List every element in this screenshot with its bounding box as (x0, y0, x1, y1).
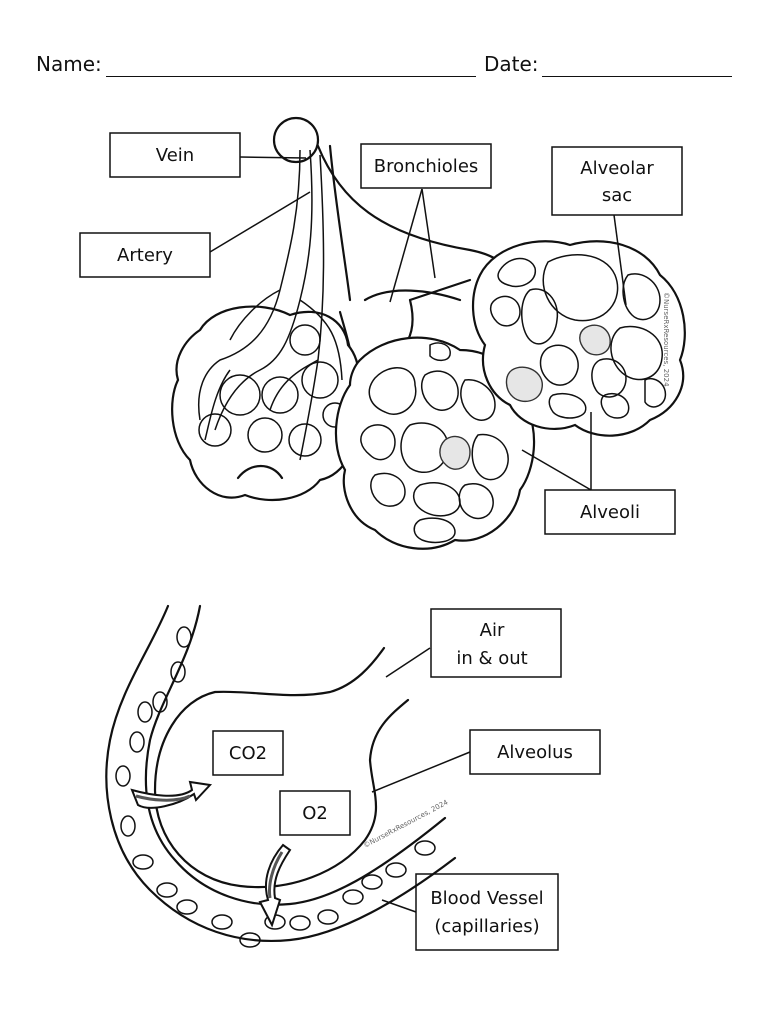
gas-exchange-diagram: ©NurseRxResources, 2024 Air in & out CO2… (105, 604, 601, 951)
name-label: Name: (36, 52, 102, 76)
alveolar-sacs-diagram: ©NurseRxResources, 2024 Vein Artery Bron… (79, 116, 686, 550)
label-alveolar-sac-text-2: sac (602, 185, 632, 206)
name-blank-line[interactable] (106, 76, 476, 77)
label-bronchioles: Bronchioles (360, 143, 492, 189)
label-air-text-2: in & out (456, 648, 527, 669)
label-bronchioles-text: Bronchioles (374, 156, 479, 177)
co2-arrow (130, 780, 213, 809)
blood-vessel (105, 604, 457, 948)
label-air-text-1: Air (480, 620, 505, 641)
label-o2-text: O2 (302, 803, 328, 824)
label-o2: O2 (279, 790, 351, 836)
label-alveolus-text: Alveolus (497, 742, 573, 763)
blood-vessel-leader-line (381, 899, 417, 913)
label-leader-lines (209, 156, 627, 491)
label-co2-text: CO2 (229, 743, 267, 764)
label-vein-text: Vein (156, 145, 194, 166)
label-blood-vessel-text-1: Blood Vessel (430, 888, 543, 909)
label-blood-vessel: Blood Vessel (capillaries) (415, 873, 559, 951)
alveolus-leader-line (371, 751, 471, 793)
label-artery: Artery (79, 232, 211, 278)
date-blank-line[interactable] (542, 76, 732, 77)
diagram1-watermark: ©NurseRxResources, 2024 (662, 292, 670, 387)
label-vein: Vein (109, 132, 241, 178)
middle-alveolar-sac (334, 336, 536, 550)
label-blood-vessel-text-2: (capillaries) (434, 916, 539, 937)
label-alveoli-text: Alveoli (580, 502, 640, 523)
label-air: Air in & out (430, 608, 562, 678)
label-alveolar-sac: Alveolar sac (551, 146, 683, 216)
blood-vessels (198, 116, 343, 461)
label-alveolus: Alveolus (469, 729, 601, 775)
red-blood-cells (115, 626, 436, 948)
label-alveoli: Alveoli (544, 489, 676, 535)
right-alveolar-sac (471, 240, 686, 437)
label-artery-text: Artery (117, 245, 173, 266)
label-co2: CO2 (212, 730, 284, 776)
left-alveolar-cluster (171, 305, 361, 502)
label-alveolar-sac-text-1: Alveolar (580, 158, 654, 179)
alveolus (153, 646, 431, 889)
o2-arrow (258, 843, 292, 928)
date-label: Date: (484, 52, 539, 76)
